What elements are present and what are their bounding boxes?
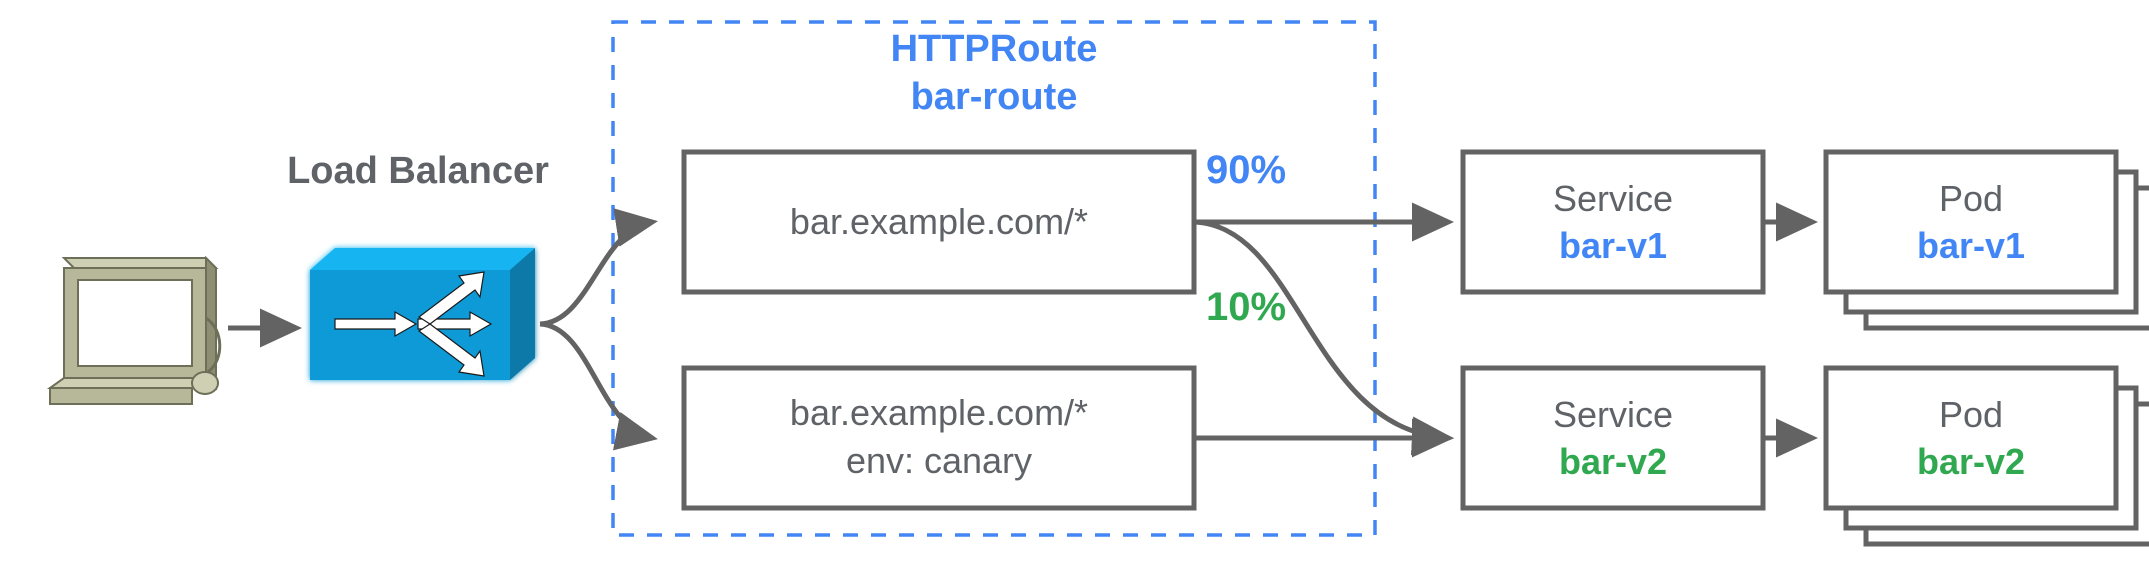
- weight-label-90: 90%: [1206, 148, 1287, 192]
- edge-lb-to-rule-canary: [539, 321, 658, 451]
- edge-rule-to-service-v2-canary-split: [1193, 219, 1454, 456]
- httproute-dashed-container: [611, 20, 1377, 537]
- network-switch-icon: [310, 248, 535, 380]
- rule-box-canary[interactable]: [681, 365, 1197, 511]
- pod-v1-kind-label: Pod: [1938, 178, 2004, 219]
- load-balancer-label: Load Balancer: [287, 150, 549, 192]
- service-v2-kind-label: Service: [1552, 394, 1674, 435]
- pod-stack-bar-v2[interactable]: [1823, 365, 2149, 547]
- pod-stack-bar-v1[interactable]: [1823, 149, 2149, 331]
- pod-v2-name-label: bar-v2: [1916, 441, 2026, 482]
- service-v1-kind-label: Service: [1552, 178, 1674, 219]
- service-v2-name-label: bar-v2: [1558, 441, 1668, 482]
- pod-v2-kind-label: Pod: [1938, 394, 2004, 435]
- service-box-bar-v1[interactable]: [1460, 149, 1766, 295]
- service-v1-name-label: bar-v1: [1558, 225, 1668, 266]
- rule-primary-line-1: bar.example.com/*: [789, 201, 1089, 242]
- edge-lb-to-rule-primary: [539, 208, 658, 327]
- rule-canary-line-1: bar.example.com/*: [789, 392, 1089, 433]
- rule-box-primary[interactable]: [681, 149, 1197, 295]
- httproute-kind-label: HTTPRoute: [890, 28, 1098, 70]
- weight-label-10: 10%: [1206, 285, 1287, 329]
- desktop-computer-icon: [46, 255, 222, 405]
- rule-canary-line-2: env: canary: [845, 440, 1033, 481]
- service-box-bar-v2[interactable]: [1460, 365, 1766, 511]
- pod-v1-name-label: bar-v1: [1916, 225, 2026, 266]
- httproute-name-label: bar-route: [910, 76, 1078, 118]
